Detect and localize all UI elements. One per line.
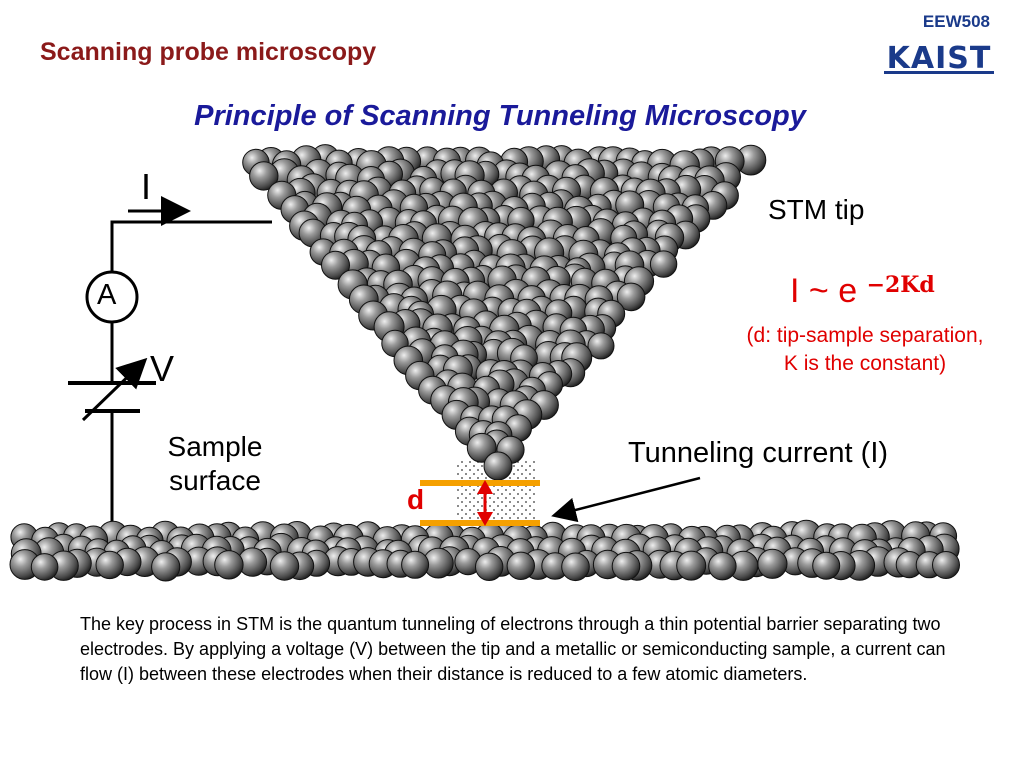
atom bbox=[561, 552, 590, 582]
logo-text: KAIST bbox=[887, 41, 992, 74]
gap-distance-label: d bbox=[407, 484, 425, 515]
slide-title: Principle of Scanning Tunneling Microsco… bbox=[194, 100, 806, 132]
atom bbox=[587, 332, 615, 360]
atom bbox=[95, 550, 124, 580]
atom bbox=[708, 552, 737, 581]
atom bbox=[214, 550, 244, 580]
tunneling-pointer bbox=[551, 476, 701, 523]
atom bbox=[483, 451, 513, 481]
atom bbox=[30, 553, 59, 581]
kaist-logo: KAIST bbox=[884, 41, 994, 74]
atom bbox=[757, 548, 788, 579]
body-paragraph: The key process in STM is the quantum tu… bbox=[80, 614, 946, 685]
atom bbox=[611, 551, 641, 581]
atom bbox=[812, 551, 841, 580]
atom bbox=[506, 551, 535, 580]
course-code: EEW508 bbox=[922, 12, 990, 31]
ammeter-label: A bbox=[97, 279, 117, 311]
atom bbox=[401, 550, 430, 579]
atom bbox=[649, 250, 678, 278]
ammeter-icon bbox=[85, 270, 139, 324]
formula-exponent: −2Κd bbox=[866, 272, 935, 298]
tunneling-current-label: Tunneling current (I) bbox=[628, 437, 889, 469]
current-label: I bbox=[141, 166, 152, 207]
voltage-label: V bbox=[150, 348, 175, 389]
atom bbox=[616, 282, 646, 312]
formula-base: I ~ e bbox=[790, 272, 867, 310]
atom bbox=[269, 551, 300, 581]
atom bbox=[676, 550, 707, 581]
atom bbox=[249, 161, 279, 191]
atom-layer bbox=[9, 144, 960, 582]
atom bbox=[475, 552, 504, 581]
variable-arrow bbox=[81, 357, 148, 422]
atom bbox=[321, 250, 350, 280]
stm-tip-label: STM tip bbox=[768, 194, 865, 225]
formula-note: (d: tip-sample separation, K is the cons… bbox=[746, 324, 984, 375]
sample-surface-label: Sample surface bbox=[167, 431, 263, 496]
gap-arrow-head-down bbox=[477, 512, 493, 526]
header-title: Scanning probe microscopy bbox=[40, 38, 377, 66]
atom bbox=[151, 552, 181, 582]
gap-arrow-head-up bbox=[477, 480, 493, 494]
battery-gap bbox=[100, 383, 124, 411]
tunneling-formula: I ~ e −2Κd bbox=[790, 272, 935, 311]
atom bbox=[932, 551, 960, 579]
